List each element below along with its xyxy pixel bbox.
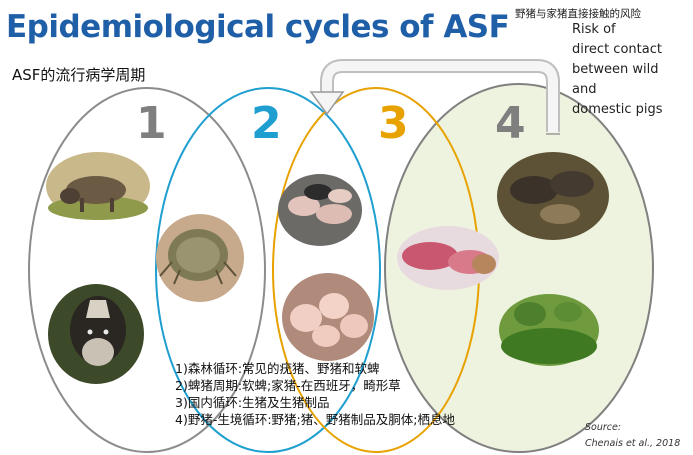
legend-item: 1)森林循环:常见的疣猪、野猪和软蜱 (175, 361, 380, 376)
risk-line: domestic pigs (572, 102, 663, 117)
wild-boars-photo (497, 152, 609, 240)
domestic-pigs-photo (282, 273, 374, 361)
legend-item: 2)蜱猪周期:软蜱;家猪-在西班牙，畸形草 (175, 378, 401, 393)
risk-label-cn: 野猪与家猪直接接触的风险 (515, 8, 641, 20)
risk-line: Risk of (572, 22, 616, 37)
cycle-1-ellipse (28, 87, 266, 453)
cycle-4-number: 4 (495, 98, 526, 149)
source-citation: Source: Chenais et al., 2018 (585, 420, 680, 452)
cycle-3-number: 3 (378, 98, 409, 149)
legend-item: 3)国内循环:生猪及生猪制品 (175, 395, 330, 410)
risk-line: and (572, 82, 597, 97)
legend-item: 4)野猪-生境循环:野猪;猪、野猪制品及胴体;栖息地 (175, 412, 455, 427)
source-label: Source: (585, 422, 622, 433)
warthog-photo (46, 152, 150, 220)
cycle-1-number: 1 (136, 98, 167, 149)
piglets-photo (278, 174, 362, 246)
pork-meat-photo (397, 226, 499, 290)
curved-arrow (309, 59, 560, 135)
risk-label-en: Risk of direct contact between wild and … (572, 20, 663, 120)
page-title: Epidemiological cycles of ASF (6, 9, 510, 45)
giant-forest-hog-photo (48, 284, 144, 384)
page-subtitle: ASF的流行病学周期 (12, 66, 146, 84)
cycle-2-ellipse (155, 87, 381, 453)
cycle-legend: 1)森林循环:常见的疣猪、野猪和软蜱 2)蜱猪周期:软蜱;家猪-在西班牙，畸形草… (175, 360, 455, 428)
risk-line: between wild (572, 62, 659, 77)
cycle-2-number: 2 (251, 98, 282, 149)
habitat-photo (499, 294, 599, 366)
source-reference: Chenais et al., 2018 (585, 438, 681, 449)
risk-line: direct contact (572, 42, 662, 57)
soft-tick-photo (156, 214, 244, 302)
